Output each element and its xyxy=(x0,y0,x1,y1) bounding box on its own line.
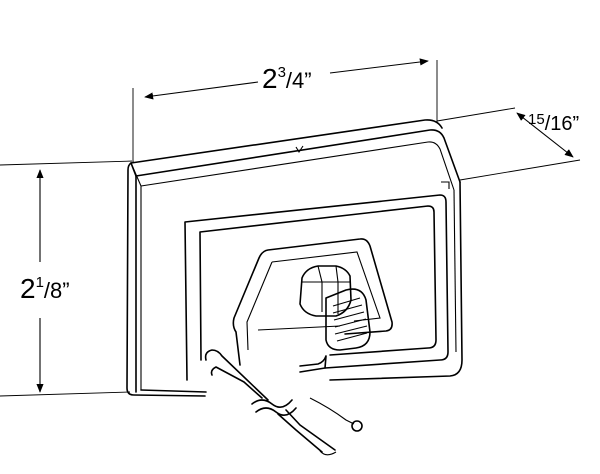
wire-break-symbol xyxy=(251,399,297,416)
width-dimension-line-right xyxy=(329,58,429,74)
side-notch xyxy=(441,181,450,189)
wire-ring-terminal xyxy=(309,397,355,425)
dimension-lines xyxy=(36,58,574,393)
extension-lines xyxy=(0,60,581,397)
wire-lead-1-end xyxy=(285,409,336,451)
housing-side-inner xyxy=(453,189,457,353)
width-dimension-label: 23/4” xyxy=(262,63,312,94)
depth-dimension-line xyxy=(516,112,574,158)
wire-end-cap xyxy=(319,450,337,456)
width-dimension-line-left xyxy=(144,81,259,100)
wire-leads xyxy=(204,349,363,456)
stud-body xyxy=(325,288,371,351)
back-recess xyxy=(184,194,449,381)
recess-outer-frame xyxy=(184,194,449,381)
housing-right-side xyxy=(329,181,463,381)
housing-outer-outline xyxy=(126,119,443,397)
wire-lead-2 xyxy=(210,366,263,399)
housing-top-rim xyxy=(135,129,461,183)
housing-inner-rim xyxy=(140,141,455,191)
boss-inner-face xyxy=(246,251,381,351)
boss-outline xyxy=(232,238,393,366)
boss-shading xyxy=(257,325,341,331)
housing-bottom-edge xyxy=(140,389,207,393)
recess-inner-frame xyxy=(199,205,437,361)
height-dimension-label: 21/8” xyxy=(20,273,70,304)
grommet xyxy=(299,355,327,373)
stud-threads xyxy=(332,297,368,342)
hex-nut-face xyxy=(302,265,350,314)
mounting-boss xyxy=(232,238,393,366)
depth-dimension-label: 15/16” xyxy=(528,111,579,135)
threaded-stud xyxy=(299,265,371,351)
wire-lead-2-end xyxy=(277,413,323,453)
ring-terminal-icon xyxy=(351,420,363,432)
wire-lead-1 xyxy=(204,349,269,401)
hex-nut xyxy=(299,265,352,317)
housing-rim-line xyxy=(130,162,142,390)
lamp-housing xyxy=(126,119,463,397)
top-notch xyxy=(295,145,304,154)
front-lens-edge xyxy=(130,162,137,393)
